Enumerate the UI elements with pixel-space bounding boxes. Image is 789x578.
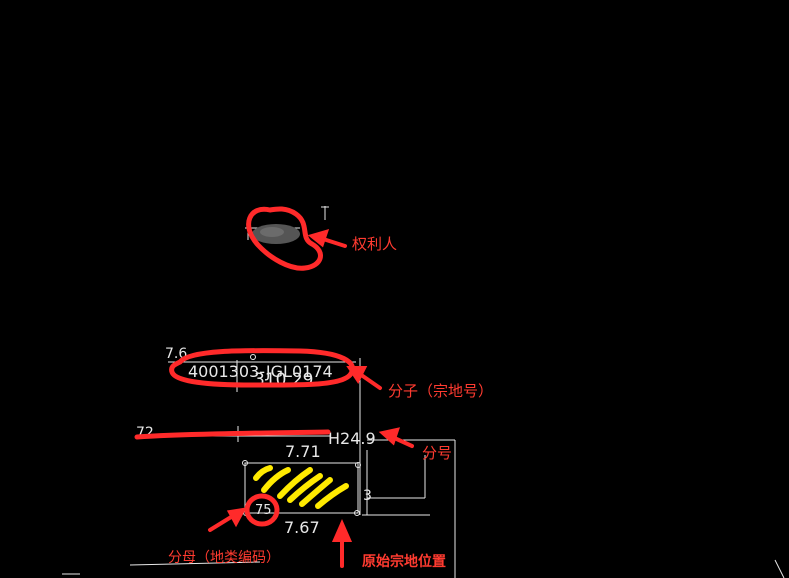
owner-arrowhead xyxy=(307,229,330,248)
bottom-edge-length-text: 7.67 xyxy=(284,518,320,537)
owner-circle-mark xyxy=(246,206,323,271)
bottom-baseline xyxy=(129,561,261,566)
numerator-label: 分子（宗地号） xyxy=(388,382,493,400)
parcel-box xyxy=(244,462,359,514)
bottom-right-diagonal xyxy=(774,559,785,578)
right-edge-digit-text: 3 xyxy=(363,488,372,504)
original-parcel-label: 原始宗地位置 xyxy=(362,553,446,570)
denominator-label: 分号 xyxy=(422,444,452,462)
denominator-arrowhead xyxy=(378,427,401,446)
numerator-arrowhead xyxy=(346,366,368,384)
parcel-node xyxy=(250,354,256,360)
yellow-highlight-strokes xyxy=(253,465,349,509)
red-annotation-marks xyxy=(134,206,355,527)
land-class-circle-mark xyxy=(244,493,280,527)
parcel-box-corner-tl xyxy=(242,460,248,466)
sub-code-strike-mark xyxy=(134,429,331,440)
cad-text-layer: 7.6 4001303-JGL0174 310.29 72 H24.9 7.71… xyxy=(136,346,376,537)
red-arrows xyxy=(208,229,414,568)
owner-redaction-shade xyxy=(260,227,284,237)
land-class-arrowhead xyxy=(226,507,247,528)
annotation-labels: 权利人 分子（宗地号） 分号 分母（地类编码） 原始宗地位置 xyxy=(168,235,493,570)
box-left-fragment-text: 75 xyxy=(255,503,272,518)
parcel-number-circle-mark xyxy=(169,348,355,388)
parcel-box-corner-br xyxy=(354,510,360,516)
sub-code-text: H24.9 xyxy=(328,429,376,448)
owner-label: 权利人 xyxy=(352,235,397,253)
original-parcel-arrowhead xyxy=(331,519,353,542)
cad-linework xyxy=(62,206,785,578)
top-edge-length-text: 7.71 xyxy=(285,442,321,461)
land-class-label: 分母（地类编码） xyxy=(168,550,280,566)
parcel-box-corner-tr xyxy=(355,462,361,468)
parcel-number-text: 4001303-JGL0174 xyxy=(188,362,333,381)
